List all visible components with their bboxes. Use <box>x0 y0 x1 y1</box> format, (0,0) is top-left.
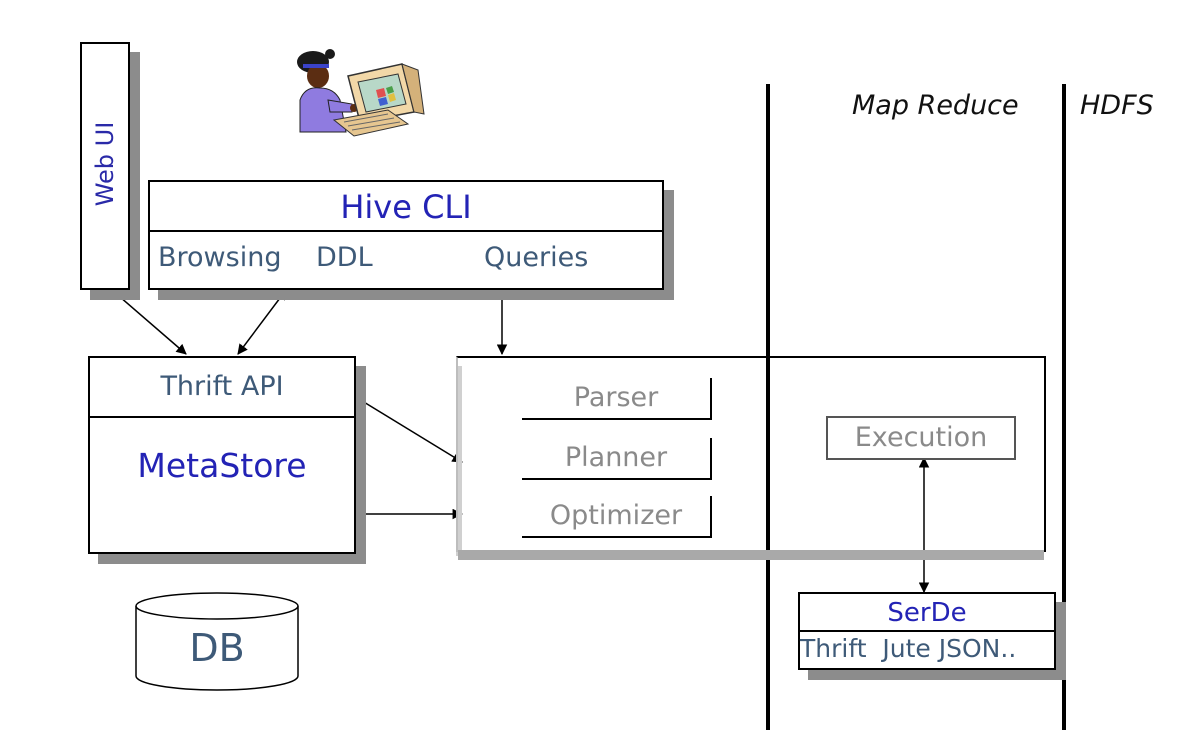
execution-box[interactable]: Execution <box>826 416 1016 460</box>
map-reduce-header: Map Reduce <box>852 90 1019 121</box>
thrift-api-label: Thrift API <box>90 358 354 418</box>
parser-stage[interactable]: Parser <box>522 378 712 420</box>
cli-item-ddl[interactable]: DDL <box>316 242 373 273</box>
planner-stage[interactable]: Planner <box>522 438 712 480</box>
serde-box[interactable]: SerDe Thrift Jute JSON.. <box>798 592 1056 670</box>
hive-cli-box[interactable]: Hive CLI Browsing DDL Queries <box>148 180 664 290</box>
db-cylinder <box>135 592 299 691</box>
metastore-box[interactable]: Thrift API MetaStore <box>88 356 356 554</box>
web-ui-box[interactable]: Web UI <box>80 42 130 290</box>
driver-shadow <box>456 366 462 556</box>
cli-item-browsing[interactable]: Browsing <box>158 242 282 273</box>
serde-formats: Thrift Jute JSON.. <box>800 634 1017 663</box>
driver-shadow <box>458 550 1044 560</box>
hive-cli-title: Hive CLI <box>150 182 662 232</box>
web-ui-label: Web UI <box>91 121 119 207</box>
optimizer-stage[interactable]: Optimizer <box>522 496 712 538</box>
arrow-webui-thrift <box>111 289 187 355</box>
arrow-browsing-thrift <box>237 289 287 355</box>
hdfs-header: HDFS <box>1080 90 1154 121</box>
db-label: DB <box>189 626 245 670</box>
arrow-thrift-compiler <box>353 395 463 463</box>
cli-item-queries[interactable]: Queries <box>484 242 589 273</box>
serde-title: SerDe <box>800 594 1054 632</box>
driver-box[interactable]: Parser Planner Optimizer <box>456 356 1046 552</box>
metastore-label: MetaStore <box>137 446 307 485</box>
